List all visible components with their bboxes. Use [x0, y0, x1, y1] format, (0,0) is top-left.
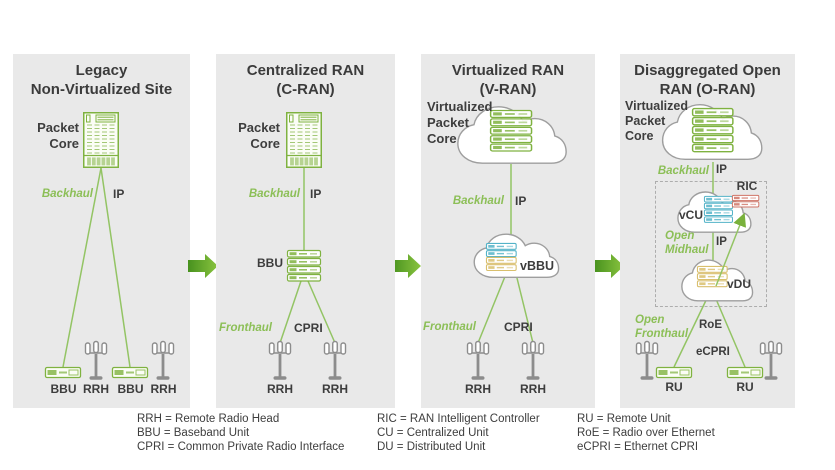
virtual-packet-core-stack-icon [491, 111, 532, 151]
vdu-label: vDU [727, 277, 752, 291]
legend-column-2: RIC = RAN Intelligent Controller CU = Ce… [377, 413, 540, 454]
rrh-tower-icon [268, 340, 292, 382]
bbu-box-icon [44, 366, 82, 379]
ip-label: IP [310, 187, 322, 201]
ecpri-label: eCPRI [696, 346, 730, 358]
fronthaul-line [673, 291, 711, 368]
panel-vran-title: Virtualized RAN (V-RAN) [451, 62, 565, 98]
rrh-tower-icon [521, 340, 545, 382]
ru-tower-icon [635, 340, 659, 382]
backhaul-label: Backhaul [41, 188, 93, 200]
fronthaul-label: Fronthaul [422, 321, 476, 333]
rrh-label: RRH [83, 382, 109, 396]
bbu-box-icon [111, 366, 149, 379]
virtual-packet-core-stack-icon [693, 109, 733, 152]
rrh-tower-icon [84, 340, 108, 382]
fronthaul-line [477, 273, 507, 344]
virtualized-packet-core-label: Virtualized Packet Core [427, 99, 493, 146]
ru-tower-icon [759, 340, 783, 382]
fronthaul-line [307, 280, 336, 344]
rrh-label: RRH [322, 382, 348, 396]
legend-column-1: RRH = Remote Radio Head BBU = Baseband U… [137, 413, 344, 454]
backhaul-label: Backhaul [452, 195, 504, 207]
ric-label: RIC [736, 179, 758, 193]
ru-label: RU [736, 380, 754, 394]
rrh-label: RRH [520, 382, 546, 396]
rrh-tower-icon [151, 340, 175, 382]
legend-entry: RIC = RAN Intelligent Controller [377, 413, 540, 425]
virtualized-packet-core-label: Virtualized Packet Core [625, 99, 688, 143]
oran-dashed-boundary [655, 181, 767, 307]
panel-oran-title: Disaggregated Open RAN (O-RAN) [634, 62, 781, 98]
packet-core-icon [286, 112, 322, 168]
ip-label: IP [515, 194, 527, 208]
vbbu-label: vBBU [520, 259, 555, 273]
roe-label: RoE [699, 319, 722, 331]
legend-entry: CU = Centralized Unit [377, 426, 489, 439]
bbu-label: BBU [257, 256, 283, 270]
panel-vran: Virtualized RAN (V-RAN) Virtualized Pack… [421, 54, 595, 408]
legend-entry: eCPRI = Ethernet CPRI [577, 440, 699, 453]
legend-column-3: RU = Remote Unit RoE = Radio over Ethern… [577, 413, 715, 454]
rrh-tower-icon [466, 340, 490, 382]
backhaul-label: Backhaul [657, 165, 709, 177]
backhaul-label: Backhaul [248, 188, 300, 200]
panel-vran-graphic [457, 106, 567, 382]
rrh-label: RRH [267, 382, 293, 396]
cpri-label: CPRI [294, 321, 323, 335]
rrh-tower-icon [323, 340, 347, 382]
bbu-label: BBU [50, 382, 77, 396]
legend-entry: CPRI = Common Private Radio Interface [137, 440, 345, 453]
backhaul-line [100, 167, 131, 368]
evolution-arrow-icon [188, 252, 218, 285]
packet-core-label: Packet Core [238, 120, 280, 151]
ru-box-icon [655, 366, 693, 379]
legend-entry: BBU = Baseband Unit [137, 426, 250, 439]
panel-cran-title: Centralized RAN (C-RAN) [246, 62, 365, 98]
evolution-arrow-icon [594, 252, 624, 285]
backhaul-line [62, 167, 102, 368]
rrh-label: RRH [150, 382, 177, 396]
panel-cran-graphic [268, 112, 347, 382]
vdu-to-ric-arrow [715, 212, 747, 287]
legend-entry: DU = Distributed Unit [377, 440, 486, 453]
open-midhaul-label: Open Midhaul [665, 230, 709, 256]
bbu-label: BBU [117, 382, 144, 396]
packet-core-icon [83, 112, 119, 168]
bbu-stack-icon [288, 251, 321, 282]
fronthaul-line [712, 291, 746, 368]
panel-legacy: Legacy Non-Virtualized Site Packet Core … [13, 54, 190, 408]
panel-cran: Centralized RAN (C-RAN) Packet Core Back… [216, 54, 395, 408]
open-fronthaul-label: Open Fronthaul [635, 314, 689, 340]
panel-legacy-title: Legacy Non-Virtualized Site [30, 62, 173, 98]
cpri-label: CPRI [504, 320, 533, 334]
rrh-label: RRH [465, 382, 491, 396]
legend-entry: RoE = Radio over Ethernet [577, 426, 715, 439]
evolution-arrow-icon [391, 252, 421, 285]
ru-box-icon [726, 366, 764, 379]
fronthaul-line [279, 280, 302, 344]
legend-entry: RRH = Remote Radio Head [137, 413, 280, 425]
fronthaul-label: Fronthaul [218, 322, 272, 334]
ru-label: RU [665, 380, 683, 394]
fronthaul-line [515, 273, 534, 344]
packet-core-label: Packet Core [37, 120, 79, 151]
panel-oran-graphic [635, 104, 783, 382]
ip-label: IP [113, 187, 125, 201]
vcu-label: vCU [679, 208, 704, 222]
legend-entry: RU = Remote Unit [577, 413, 671, 425]
panel-oran: Disaggregated Open RAN (O-RAN) Vi [620, 54, 795, 408]
midhaul-ip-label: IP [716, 236, 727, 248]
ric-server-icon [732, 195, 758, 207]
panel-legacy-graphic [44, 112, 175, 382]
ip-label: IP [716, 164, 727, 176]
